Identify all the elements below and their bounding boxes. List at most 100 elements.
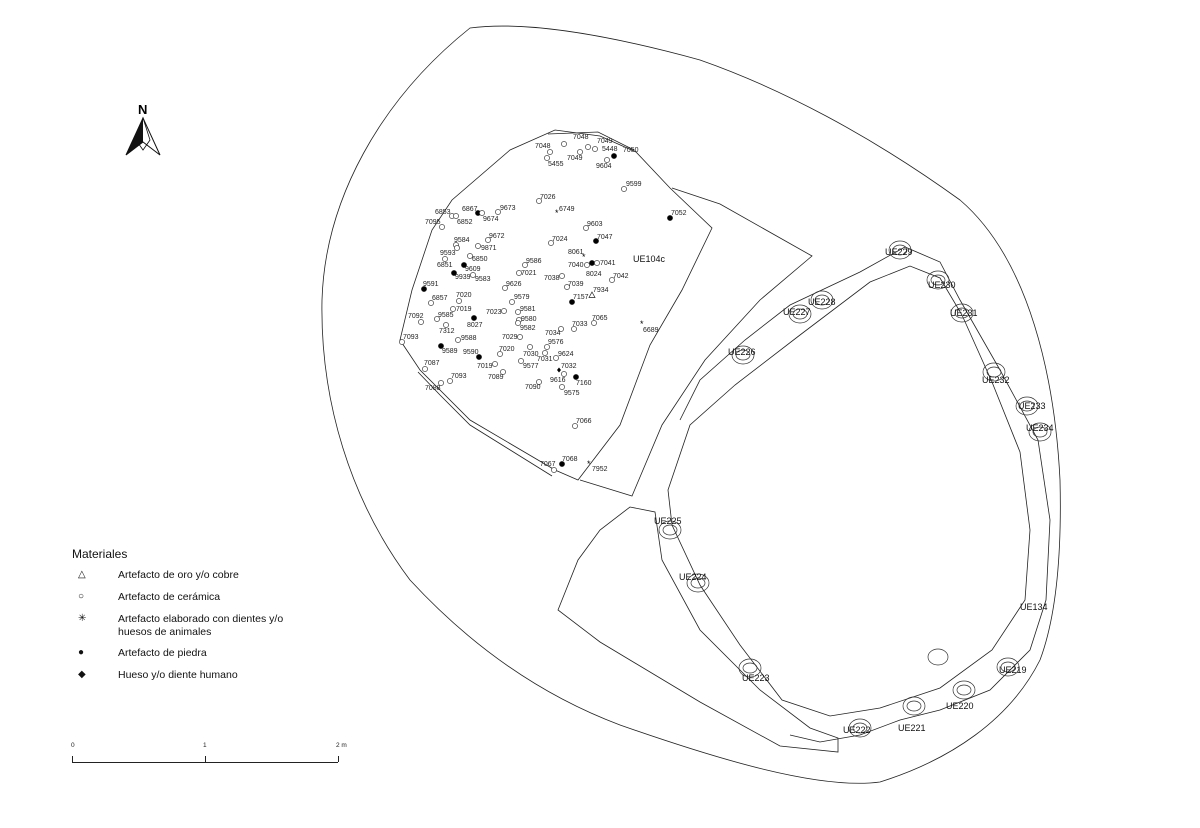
legend-item: ○Artefacto de cerámica [72,591,308,613]
posthole-outline [926,270,950,290]
artifact-label: 7088 [425,385,441,392]
artifact-marker-circle [453,213,459,219]
posthole-outline [888,240,912,260]
posthole-outline [738,658,762,678]
artifact-marker-circle [585,144,591,150]
artifact-label: 7019 [477,363,493,370]
feature-label: UE231 [950,308,978,318]
artifact-label: 7030 [523,351,539,358]
feature-label: UE230 [928,280,956,290]
artifact-label: 7934 [593,287,609,294]
artifact-marker-circle [479,210,485,216]
outer-boundary [321,25,1061,784]
artifact-marker-circle [434,316,440,322]
legend-item: ●Artefacto de piedra [72,647,308,669]
artifact-label: 7019 [456,306,472,313]
artifact-label: 7092 [408,313,424,320]
posthole-outline [1028,422,1052,442]
artifact-marker-filled [569,299,575,305]
artifact-marker-filled [471,315,477,321]
posthole-outline [982,362,1006,382]
artifact-label: 9583 [475,276,491,283]
artifact-marker-circle [577,149,583,155]
legend-title: Materiales [72,547,128,561]
feature-label: UE221 [898,723,926,733]
artifact-label: 7093 [451,373,467,380]
artifact-label: 9577 [523,363,539,370]
artifact-marker-circle [422,366,428,372]
artifact-marker-circle [456,298,462,304]
artifact-label: 7048 [573,134,589,141]
posthole-outline [1000,661,1016,673]
artifact-label: 9593 [440,250,456,257]
artifact-label: 9603 [587,221,603,228]
artifact-marker-circle [559,273,565,279]
artifact-marker-circle [515,309,521,315]
artifact-marker-circle [516,270,522,276]
star-icon: ✳ [78,613,87,624]
posthole-outline [662,524,678,536]
posthole-outline [686,573,710,593]
posthole-outline [690,577,706,589]
excavation-unit-ue104c [399,129,713,481]
artifact-marker-circle [428,300,434,306]
posthole-outline [1032,426,1048,438]
artifact-marker-circle [438,380,444,386]
artifact-label: 7029 [502,334,518,341]
posthole-outline [927,648,949,666]
artifact-marker-star: * [587,459,591,469]
artifact-marker-circle [561,371,567,377]
artifact-marker-circle [501,308,507,314]
posthole-outline [986,366,1002,378]
posthole-outline [1019,400,1035,412]
artifact-marker-circle [592,146,598,152]
artifact-label: 7048 [535,143,551,150]
artifact-marker-circle [536,198,542,204]
artifact-label: 7095 [425,219,441,226]
zone-label: UE104c [633,254,666,264]
artifact-marker-circle [558,326,564,332]
artifact-marker-circle [559,384,565,390]
artifact-label: 7068 [562,456,578,463]
posthole-outline [930,274,946,286]
artifact-marker-circle [571,326,577,332]
posthole-outline [735,349,751,361]
artifact-marker-circle [450,306,456,312]
legend-label: Artefacto de cerámica [118,591,221,603]
artifact-marker-circle [485,237,491,243]
artifact-label: 7087 [424,360,440,367]
posthole-outline [788,304,812,324]
artifact-marker-circle [455,337,461,343]
feature-label: UE134 [1020,602,1048,612]
artifact-label: 6850 [472,256,488,263]
artifact-label: 7090 [525,384,541,391]
artifact-label: 9939 [455,274,471,281]
artifact-marker-circle [515,320,521,326]
artifact-marker-filled [593,238,599,244]
artifact-marker-circle [467,253,473,259]
artifact-label: 7032 [561,363,577,370]
artifact-marker-circle [594,260,600,266]
artifact-marker-circle [447,378,453,384]
artifact-label: 7050 [623,147,639,154]
artifact-label: 9616 [550,377,566,384]
artifact-marker-circle [495,209,501,215]
posthole-outline [956,684,972,696]
artifact-label: 7157 [573,294,589,301]
posthole-outline [742,662,758,674]
artifact-marker-circle [548,240,554,246]
feature-label: UE226 [728,347,756,357]
artifact-label: 9604 [596,163,612,170]
artifact-label: 7033 [572,321,588,328]
ring-outer-line [679,246,1051,743]
artifact-marker-circle [443,322,449,328]
artifact-marker-circle [454,245,460,251]
artifact-marker-circle [500,369,506,375]
artifact-marker-circle [418,319,424,325]
legend-label: Artefacto de oro y/o cobre [118,569,239,581]
posthole-outline [902,696,926,716]
artifact-marker-circle [439,224,445,230]
excavation-unit-outer-line [417,131,635,477]
posthole-outline [954,307,970,319]
legend-item: ◆Hueso y/o diente humano [72,669,308,691]
